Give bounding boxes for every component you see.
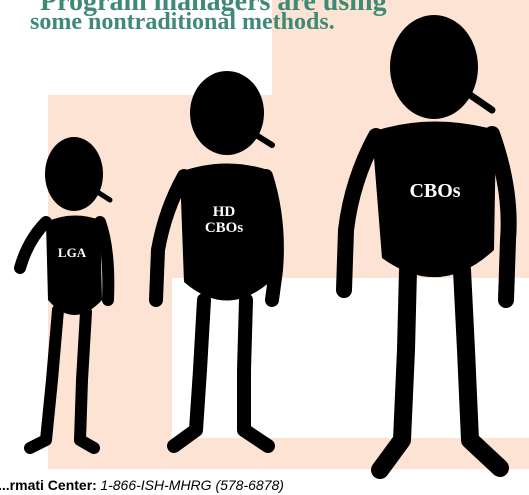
figure-cbos: [344, 15, 509, 470]
figure-label-lga: LGA: [50, 246, 94, 260]
figure-label-cbos: CBOs: [395, 181, 475, 202]
footer-phone: 1-866-ISH-MHRG (578-6878): [100, 477, 284, 493]
figure-lga: [20, 137, 110, 448]
footer-label: ...rmati Center:: [0, 477, 97, 493]
figure-hd-cbos: [156, 71, 277, 446]
footer-contact: ...rmati Center: 1-866-ISH-MHRG (578-687…: [0, 477, 284, 495]
